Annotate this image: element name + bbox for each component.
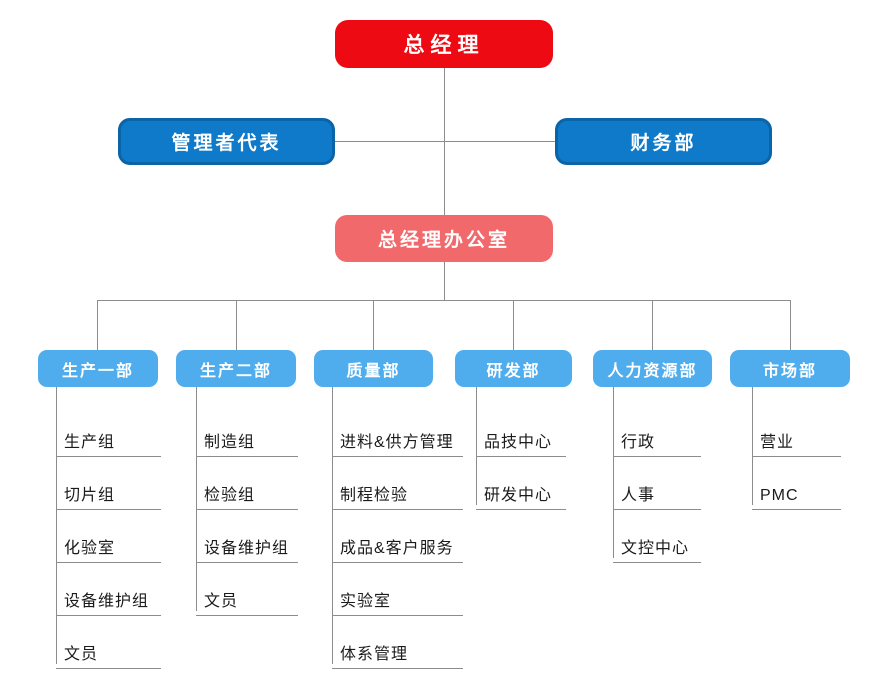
sub-item-sales: 营业 [752, 419, 841, 457]
connector-department-rail [97, 300, 791, 301]
node-dept-hr: 人力资源部 [593, 350, 712, 387]
connector-drop-hr [652, 300, 653, 350]
stem-quality [332, 387, 333, 664]
sub-item-production-group: 生产组 [56, 419, 161, 457]
node-gm-office: 总经理办公室 [335, 215, 553, 262]
node-finance-dept: 财务部 [555, 118, 772, 165]
connector-drop-production-1 [97, 300, 98, 350]
sub-item-clerk-2: 文员 [196, 578, 298, 616]
sub-item-manufacturing-group: 制造组 [196, 419, 298, 457]
sub-item-system-management: 体系管理 [332, 631, 463, 669]
sub-item-equipment-maintenance-2: 设备维护组 [196, 525, 298, 563]
node-dept-production-1: 生产一部 [38, 350, 158, 387]
node-dept-quality: 质量部 [314, 350, 433, 387]
stem-production-2 [196, 387, 197, 611]
sub-item-personnel: 人事 [613, 472, 701, 510]
node-general-manager: 总经理 [335, 20, 553, 68]
sub-item-administration: 行政 [613, 419, 701, 457]
sub-item-testing-lab: 化验室 [56, 525, 161, 563]
sub-item-quality-tech-center: 品技中心 [476, 419, 566, 457]
connector-drop-rnd [513, 300, 514, 350]
node-management-representative: 管理者代表 [118, 118, 335, 165]
connector-level2-horizontal [335, 141, 555, 142]
sub-item-pmc: PMC [752, 472, 841, 510]
connector-office-to-rail [444, 262, 445, 300]
connector-drop-quality [373, 300, 374, 350]
connector-drop-marketing [790, 300, 791, 350]
sub-item-clerk-1: 文员 [56, 631, 161, 669]
sub-item-inspection-group: 检验组 [196, 472, 298, 510]
stem-production-1 [56, 387, 57, 664]
sub-item-document-control-center: 文控中心 [613, 525, 701, 563]
sub-item-incoming-supplier-mgmt: 进料&供方管理 [332, 419, 463, 457]
sub-item-equipment-maintenance-1: 设备维护组 [56, 578, 161, 616]
sub-item-laboratory: 实验室 [332, 578, 463, 616]
node-dept-production-2: 生产二部 [176, 350, 296, 387]
sub-item-process-inspection: 制程检验 [332, 472, 463, 510]
sub-item-finished-goods-customer-service: 成品&客户服务 [332, 525, 463, 563]
node-dept-rnd: 研发部 [455, 350, 572, 387]
stem-rnd [476, 387, 477, 505]
connector-drop-production-2 [236, 300, 237, 350]
sub-item-slicing-group: 切片组 [56, 472, 161, 510]
sub-item-rnd-center: 研发中心 [476, 472, 566, 510]
stem-hr [613, 387, 614, 558]
node-dept-marketing: 市场部 [730, 350, 850, 387]
stem-marketing [752, 387, 753, 505]
